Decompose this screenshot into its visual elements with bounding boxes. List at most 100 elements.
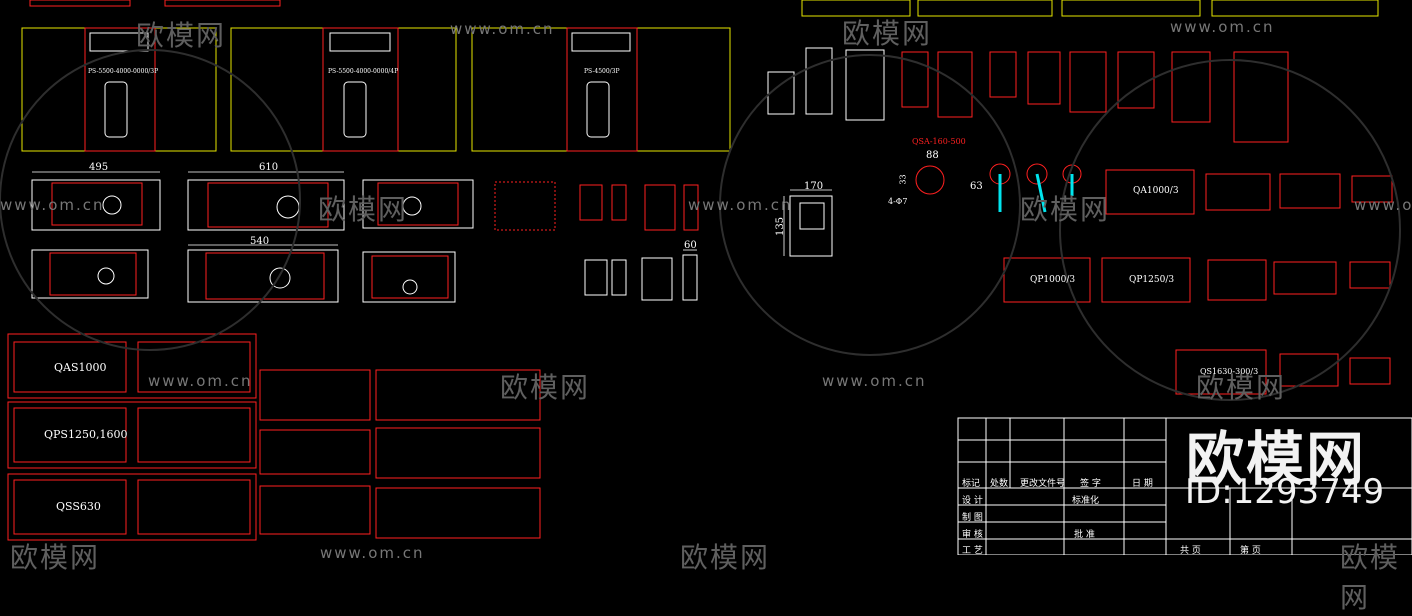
switch-s6 <box>1349 261 1391 289</box>
top-frame-2 <box>917 0 1053 17</box>
switch-s7 <box>1279 353 1339 387</box>
tb-footer-total: 共 页 <box>1180 546 1201 556</box>
ats-right-2 <box>137 407 251 463</box>
transfer-switch-group <box>7 333 541 541</box>
small-components-group <box>494 181 833 301</box>
dim-60: 60 <box>684 240 697 251</box>
drive-panel-group <box>21 0 731 152</box>
switch-s1 <box>1205 173 1271 211</box>
ps-code-2: PS-5500-4000-0000/4P <box>328 68 399 75</box>
label-qp1250: QP1250/3 <box>1129 275 1175 285</box>
tb-role-check: 审 核 <box>962 530 983 540</box>
breaker-white-2 <box>805 47 833 115</box>
dim-135: 135 <box>775 216 787 237</box>
ats-small-1 <box>259 369 371 421</box>
ats-right-1 <box>137 341 251 393</box>
title-block <box>957 417 1412 555</box>
brand-id: ID:1293749 <box>1185 472 1385 512</box>
meter-window <box>799 202 825 230</box>
ats-small-3 <box>259 485 371 535</box>
plate-540 <box>187 249 339 303</box>
keypad-2 <box>329 32 391 52</box>
label-qas1000: QAS1000 <box>54 361 107 374</box>
drive-unit-2 <box>322 27 399 152</box>
ats-qps1250 <box>7 401 257 469</box>
tb-header-count: 处数 <box>990 479 1009 489</box>
mccb-6 <box>1117 51 1155 109</box>
title-block-frame <box>957 417 1412 555</box>
plate-495 <box>31 179 161 231</box>
tb-approve-approve: 批 准 <box>1074 530 1095 540</box>
label-qs1630: QS1630-300/3 <box>1200 367 1259 376</box>
plate-body-1 <box>51 182 143 226</box>
mccb-5 <box>1069 51 1107 113</box>
tb-header-date: 日 期 <box>1132 479 1153 489</box>
switch-s5 <box>1273 261 1337 295</box>
brand-logo: 欧模网 <box>1186 425 1367 493</box>
ats-small-6 <box>375 487 541 539</box>
dim-4-phi7: 4-Φ7 <box>888 197 908 206</box>
breaker-a <box>579 184 603 221</box>
dim-63: 63 <box>970 181 983 192</box>
watermark-ring <box>1059 59 1401 401</box>
tb-footer-page: 第 页 <box>1240 546 1261 556</box>
top-fragment-1 <box>29 0 131 7</box>
ats-small-4 <box>375 369 541 421</box>
watermark-ring <box>719 54 1021 356</box>
mccb-4 <box>1027 51 1061 105</box>
plate-body-3 <box>377 182 459 226</box>
label-qa1000: QA1000/3 <box>1133 186 1179 196</box>
mccb-2 <box>937 51 973 118</box>
meter-box <box>789 195 833 257</box>
dim-540: 540 <box>250 236 270 247</box>
rotary-flange <box>915 165 945 195</box>
tb-header-sign: 签 字 <box>1080 479 1101 489</box>
breaker-c <box>644 184 676 231</box>
switch-s3 <box>1351 175 1393 203</box>
rotary-knob-6 <box>402 279 418 295</box>
relay-c <box>641 257 673 301</box>
rotary-knob-1 <box>102 195 122 215</box>
drive-frame-1 <box>21 27 217 152</box>
switch-s8 <box>1349 357 1391 385</box>
switch-s4 <box>1207 259 1267 301</box>
dim-495: 495 <box>89 162 109 173</box>
dim-33: 33 <box>898 174 908 185</box>
mccb-8 <box>1233 51 1289 143</box>
relay-a <box>584 259 608 296</box>
ats-left-3 <box>13 479 127 535</box>
tb-role-design: 设 计 <box>962 496 983 506</box>
breaker-white-3 <box>845 49 885 121</box>
switch-qp1000 <box>1003 257 1091 303</box>
plate-3 <box>362 179 474 229</box>
ps-code-3: PS-4500/3P <box>584 68 620 75</box>
breaker-d <box>683 184 699 231</box>
ats-left-2 <box>13 407 127 463</box>
top-fragment-2 <box>164 0 281 7</box>
relay-b <box>611 259 627 296</box>
drive-unit-1 <box>84 27 156 152</box>
tb-header-change: 更改文件号 <box>1020 479 1066 489</box>
tb-role-draw: 制 图 <box>962 513 983 523</box>
label-qss630: QSS630 <box>56 500 101 513</box>
dim-88: 88 <box>926 150 939 161</box>
breaker-b <box>611 184 627 221</box>
mccb-3 <box>989 51 1017 98</box>
ats-qss630 <box>7 473 257 541</box>
terminal-strip <box>494 181 556 231</box>
switch-qs1630 <box>1175 349 1267 395</box>
top-frame-3 <box>1061 0 1201 17</box>
tb-header-mark: 标记 <box>962 479 981 489</box>
drive-frame-3 <box>471 27 731 152</box>
ats-small-2 <box>259 429 371 475</box>
plate-body-6 <box>371 255 449 299</box>
tb-role-process: 工 艺 <box>962 546 983 556</box>
ps-code-1: PS-5500-4000-0000/3P <box>88 68 159 75</box>
handle-slot-2 <box>343 81 367 138</box>
watermark-rings <box>0 49 1401 401</box>
rotary-knob-2 <box>276 195 300 219</box>
ats-qas1000 <box>7 333 257 399</box>
label-qsa-tag: QSA-160-500 <box>912 137 966 146</box>
switch-qp1250 <box>1101 257 1191 303</box>
switch-plate-group <box>31 171 474 303</box>
